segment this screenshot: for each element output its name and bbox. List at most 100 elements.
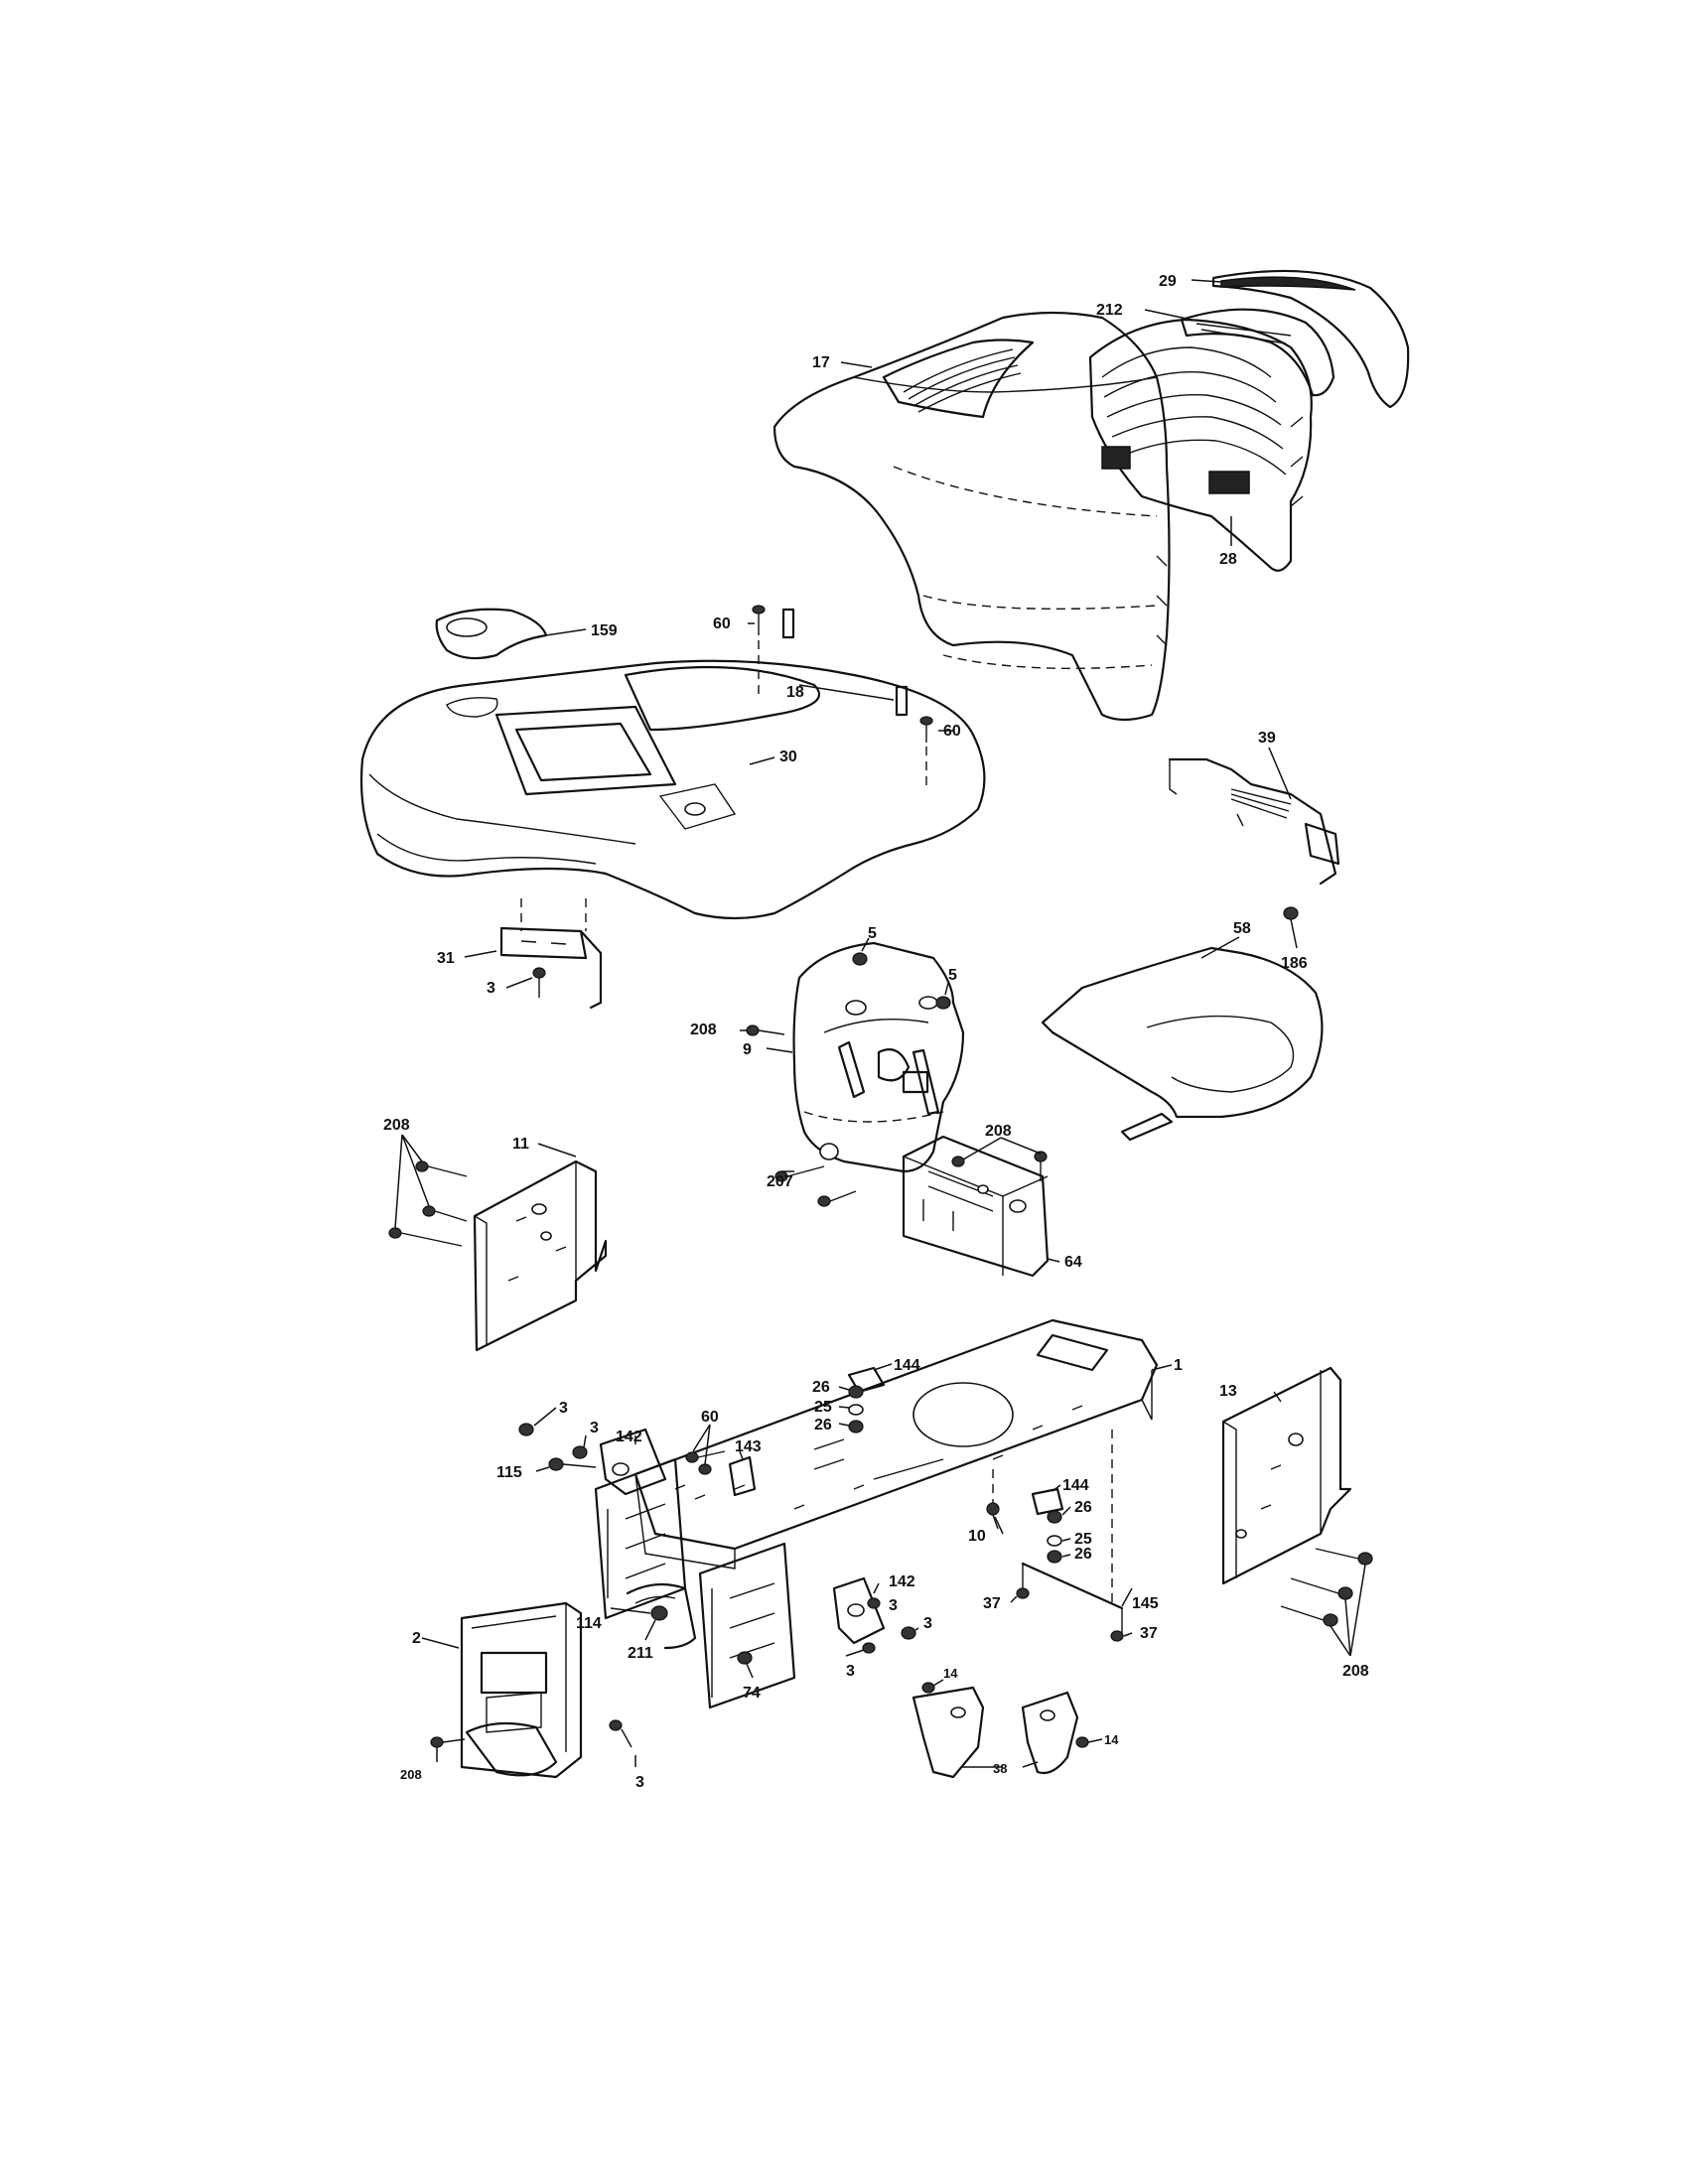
callout-1: 1 xyxy=(1174,1357,1183,1374)
frame-part-1 xyxy=(633,1318,1159,1608)
nut-part-5-a xyxy=(852,952,868,966)
callout-37-a: 37 xyxy=(983,1595,1001,1612)
callout-144-upper: 144 xyxy=(894,1357,920,1374)
bracket-part-143 xyxy=(728,1455,757,1497)
washer-part-25-lower xyxy=(1047,1535,1062,1547)
nut-part-26-upper xyxy=(848,1385,864,1433)
callout-114: 114 xyxy=(576,1615,602,1632)
fender-part-30 xyxy=(359,659,986,920)
frame-side-rail-left xyxy=(594,1457,687,1620)
callout-212: 212 xyxy=(1096,302,1123,319)
callout-5-b: 5 xyxy=(948,967,957,984)
cup-holder-part-159 xyxy=(435,608,548,660)
callout-208-panel64: 208 xyxy=(985,1123,1012,1140)
callout-60-frame: 60 xyxy=(701,1409,719,1426)
callout-3-top: 3 xyxy=(487,980,495,997)
bolt-part-60-upper xyxy=(752,605,766,700)
callout-115: 115 xyxy=(496,1464,522,1481)
callout-60-upper: 60 xyxy=(713,615,731,632)
callout-25-a: 25 xyxy=(814,1399,832,1416)
bolt-part-3-c xyxy=(862,1597,916,1654)
grille-part-28 xyxy=(1088,318,1313,572)
screw-part-208-panel64 xyxy=(951,1151,1048,1181)
nut-part-74 xyxy=(737,1651,753,1665)
frame-side-rail-right xyxy=(698,1542,796,1709)
callout-211: 211 xyxy=(628,1645,653,1662)
bolt-part-37-b xyxy=(1110,1630,1124,1642)
callout-207: 207 xyxy=(767,1173,793,1190)
rod-part-145 xyxy=(1021,1562,1124,1633)
callout-159: 159 xyxy=(591,622,618,639)
bracket-part-142-lower xyxy=(832,1576,886,1645)
callout-13: 13 xyxy=(1219,1383,1237,1400)
belt-guard-part-58 xyxy=(1041,946,1324,1142)
bolt-part-37-a xyxy=(1016,1587,1030,1599)
callout-11: 11 xyxy=(512,1136,529,1153)
callout-14-b: 14 xyxy=(1104,1732,1119,1747)
screw-part-208-dash xyxy=(746,1024,785,1036)
dash-panel-part-9 xyxy=(792,941,965,1173)
washer-part-25-upper xyxy=(848,1404,864,1416)
screw-part-208-front xyxy=(430,1736,466,1748)
callout-208-panel11: 208 xyxy=(383,1117,410,1134)
nut-part-26-lower xyxy=(1047,1510,1062,1564)
bolt-part-3-front xyxy=(609,1719,632,1748)
callout-145: 145 xyxy=(1132,1595,1159,1612)
callout-38: 38 xyxy=(993,1761,1007,1776)
callout-208-dash: 208 xyxy=(690,1022,717,1038)
callout-186: 186 xyxy=(1281,955,1308,972)
panel-part-11 xyxy=(473,1160,608,1352)
bracket-part-38-left xyxy=(912,1686,985,1779)
callout-14-a: 14 xyxy=(943,1666,958,1681)
callout-9: 9 xyxy=(743,1041,752,1058)
leader-lines xyxy=(394,279,1366,1768)
front-plate-part-2 xyxy=(460,1601,583,1779)
callout-28: 28 xyxy=(1219,551,1237,568)
bracket-part-31 xyxy=(499,898,603,1010)
harness-part-39 xyxy=(1168,757,1340,886)
callout-10: 10 xyxy=(968,1528,986,1545)
callout-143: 143 xyxy=(735,1438,762,1455)
bumper-part-18 xyxy=(781,608,909,717)
bolt-part-3-top xyxy=(532,967,546,998)
callout-58: 58 xyxy=(1233,920,1251,937)
bolt-part-60-frame xyxy=(685,1450,726,1475)
bracket-part-38-right xyxy=(1021,1691,1079,1775)
callout-25-b: 25 xyxy=(1074,1531,1092,1548)
nut-part-5-b xyxy=(935,996,951,1010)
hood-part-17 xyxy=(772,311,1171,722)
hood-insert-part-212 xyxy=(1180,308,1335,397)
bolt-part-10 xyxy=(986,1502,1000,1530)
bolt-part-60-lower xyxy=(919,716,933,786)
callout-60-lower: 60 xyxy=(943,723,961,740)
screw-part-207 xyxy=(774,1165,857,1207)
screw-part-208-panel13 xyxy=(1280,1548,1373,1627)
callout-208-front: 208 xyxy=(400,1767,422,1782)
bracket-part-144-lower xyxy=(1031,1487,1064,1516)
callout-74: 74 xyxy=(743,1685,761,1702)
callout-39: 39 xyxy=(1258,730,1276,747)
nut-part-186 xyxy=(1283,906,1299,920)
screw-part-14 xyxy=(921,1682,1089,1748)
callout-labels: 29 212 17 28 159 60 18 60 30 39 186 58 3… xyxy=(383,273,1369,1791)
callout-3-d: 3 xyxy=(923,1615,932,1632)
bolt-part-3-b xyxy=(572,1445,588,1459)
callout-26-d: 26 xyxy=(1074,1546,1092,1563)
callout-144-lower: 144 xyxy=(1062,1477,1089,1494)
callout-5-a: 5 xyxy=(868,925,877,942)
callout-2: 2 xyxy=(412,1630,421,1647)
callout-64: 64 xyxy=(1064,1254,1082,1271)
callout-3-c: 3 xyxy=(889,1597,898,1614)
callout-3-front: 3 xyxy=(635,1774,644,1791)
bolt-part-115 xyxy=(548,1457,597,1471)
callout-3-e: 3 xyxy=(846,1663,855,1680)
callout-142-upper: 142 xyxy=(616,1429,642,1445)
callout-37-b: 37 xyxy=(1140,1625,1158,1642)
callout-31: 31 xyxy=(437,950,455,967)
bolt-part-3-a xyxy=(518,1423,534,1436)
panel-part-64 xyxy=(902,1135,1050,1278)
callout-18: 18 xyxy=(786,684,804,701)
callout-26-b: 26 xyxy=(814,1417,832,1433)
callout-3-b: 3 xyxy=(590,1420,599,1436)
